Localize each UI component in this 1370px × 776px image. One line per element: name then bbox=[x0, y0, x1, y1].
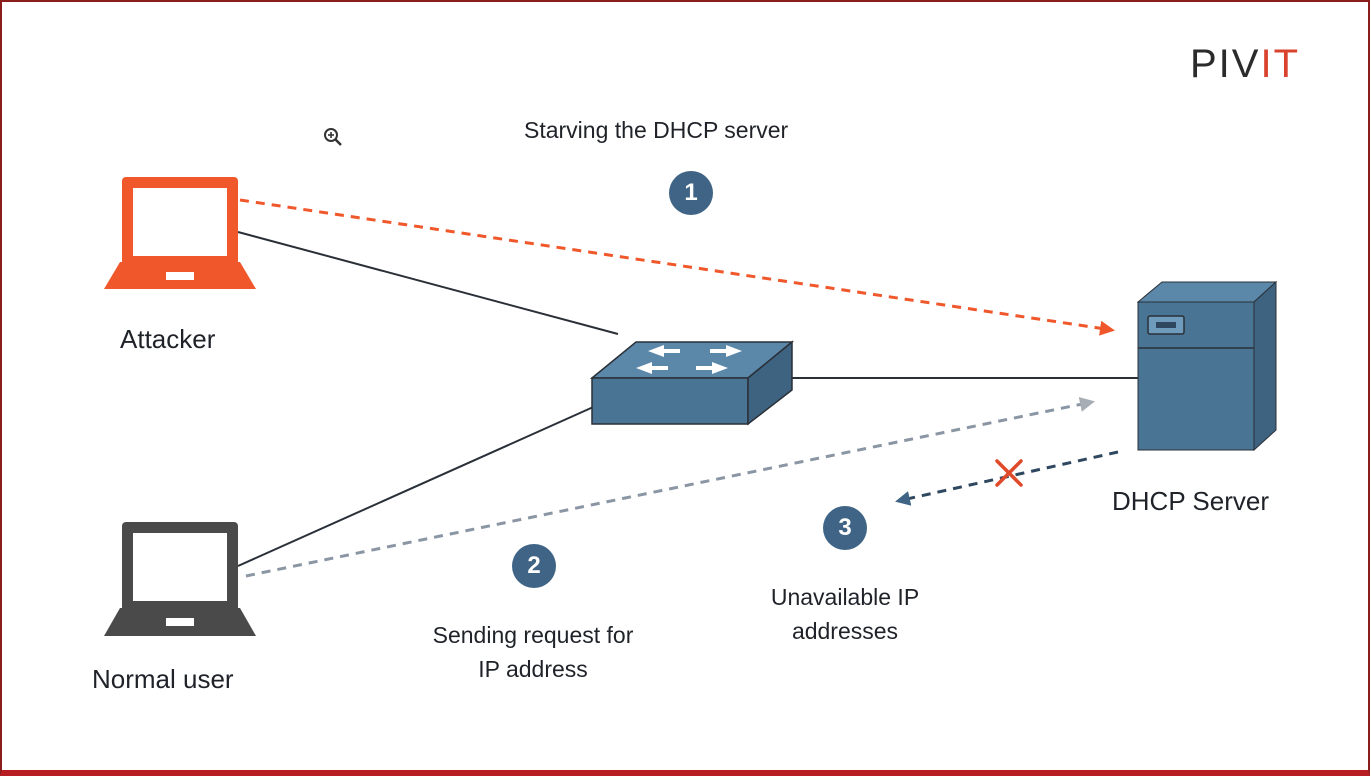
normal-user-label: Normal user bbox=[92, 664, 234, 694]
attack-flow-arrow bbox=[239, 198, 1115, 336]
dhcp-server-label: DHCP Server bbox=[1112, 486, 1270, 516]
step-2-text: Sending request for IP address bbox=[432, 622, 634, 682]
logo-text-part1: PIV bbox=[1190, 42, 1261, 86]
step-1-badge: 1 bbox=[669, 171, 713, 215]
step-3-badge: 3 bbox=[823, 506, 867, 550]
request-flow-arrow bbox=[245, 397, 1095, 578]
reply-flow-arrow bbox=[895, 450, 1119, 506]
attacker-label: Attacker bbox=[120, 324, 216, 354]
logo-text-part2: IT bbox=[1260, 42, 1301, 86]
step-3-text: Unavailable IP addresses bbox=[770, 584, 920, 644]
normal-user-laptop-icon bbox=[104, 522, 256, 636]
step-2-badge: 2 bbox=[512, 544, 556, 588]
server-icon bbox=[1136, 280, 1278, 452]
diagram-title: Starving the DHCP server bbox=[524, 117, 789, 143]
pivit-logo: PIVIT bbox=[1190, 42, 1300, 87]
zoom-in-icon[interactable] bbox=[322, 126, 344, 148]
link-user-switch bbox=[237, 403, 601, 567]
link-attacker-switch bbox=[237, 231, 619, 335]
attacker-laptop-icon bbox=[104, 177, 256, 289]
blocked-x-icon bbox=[995, 459, 1023, 487]
switch-icon bbox=[589, 340, 795, 426]
